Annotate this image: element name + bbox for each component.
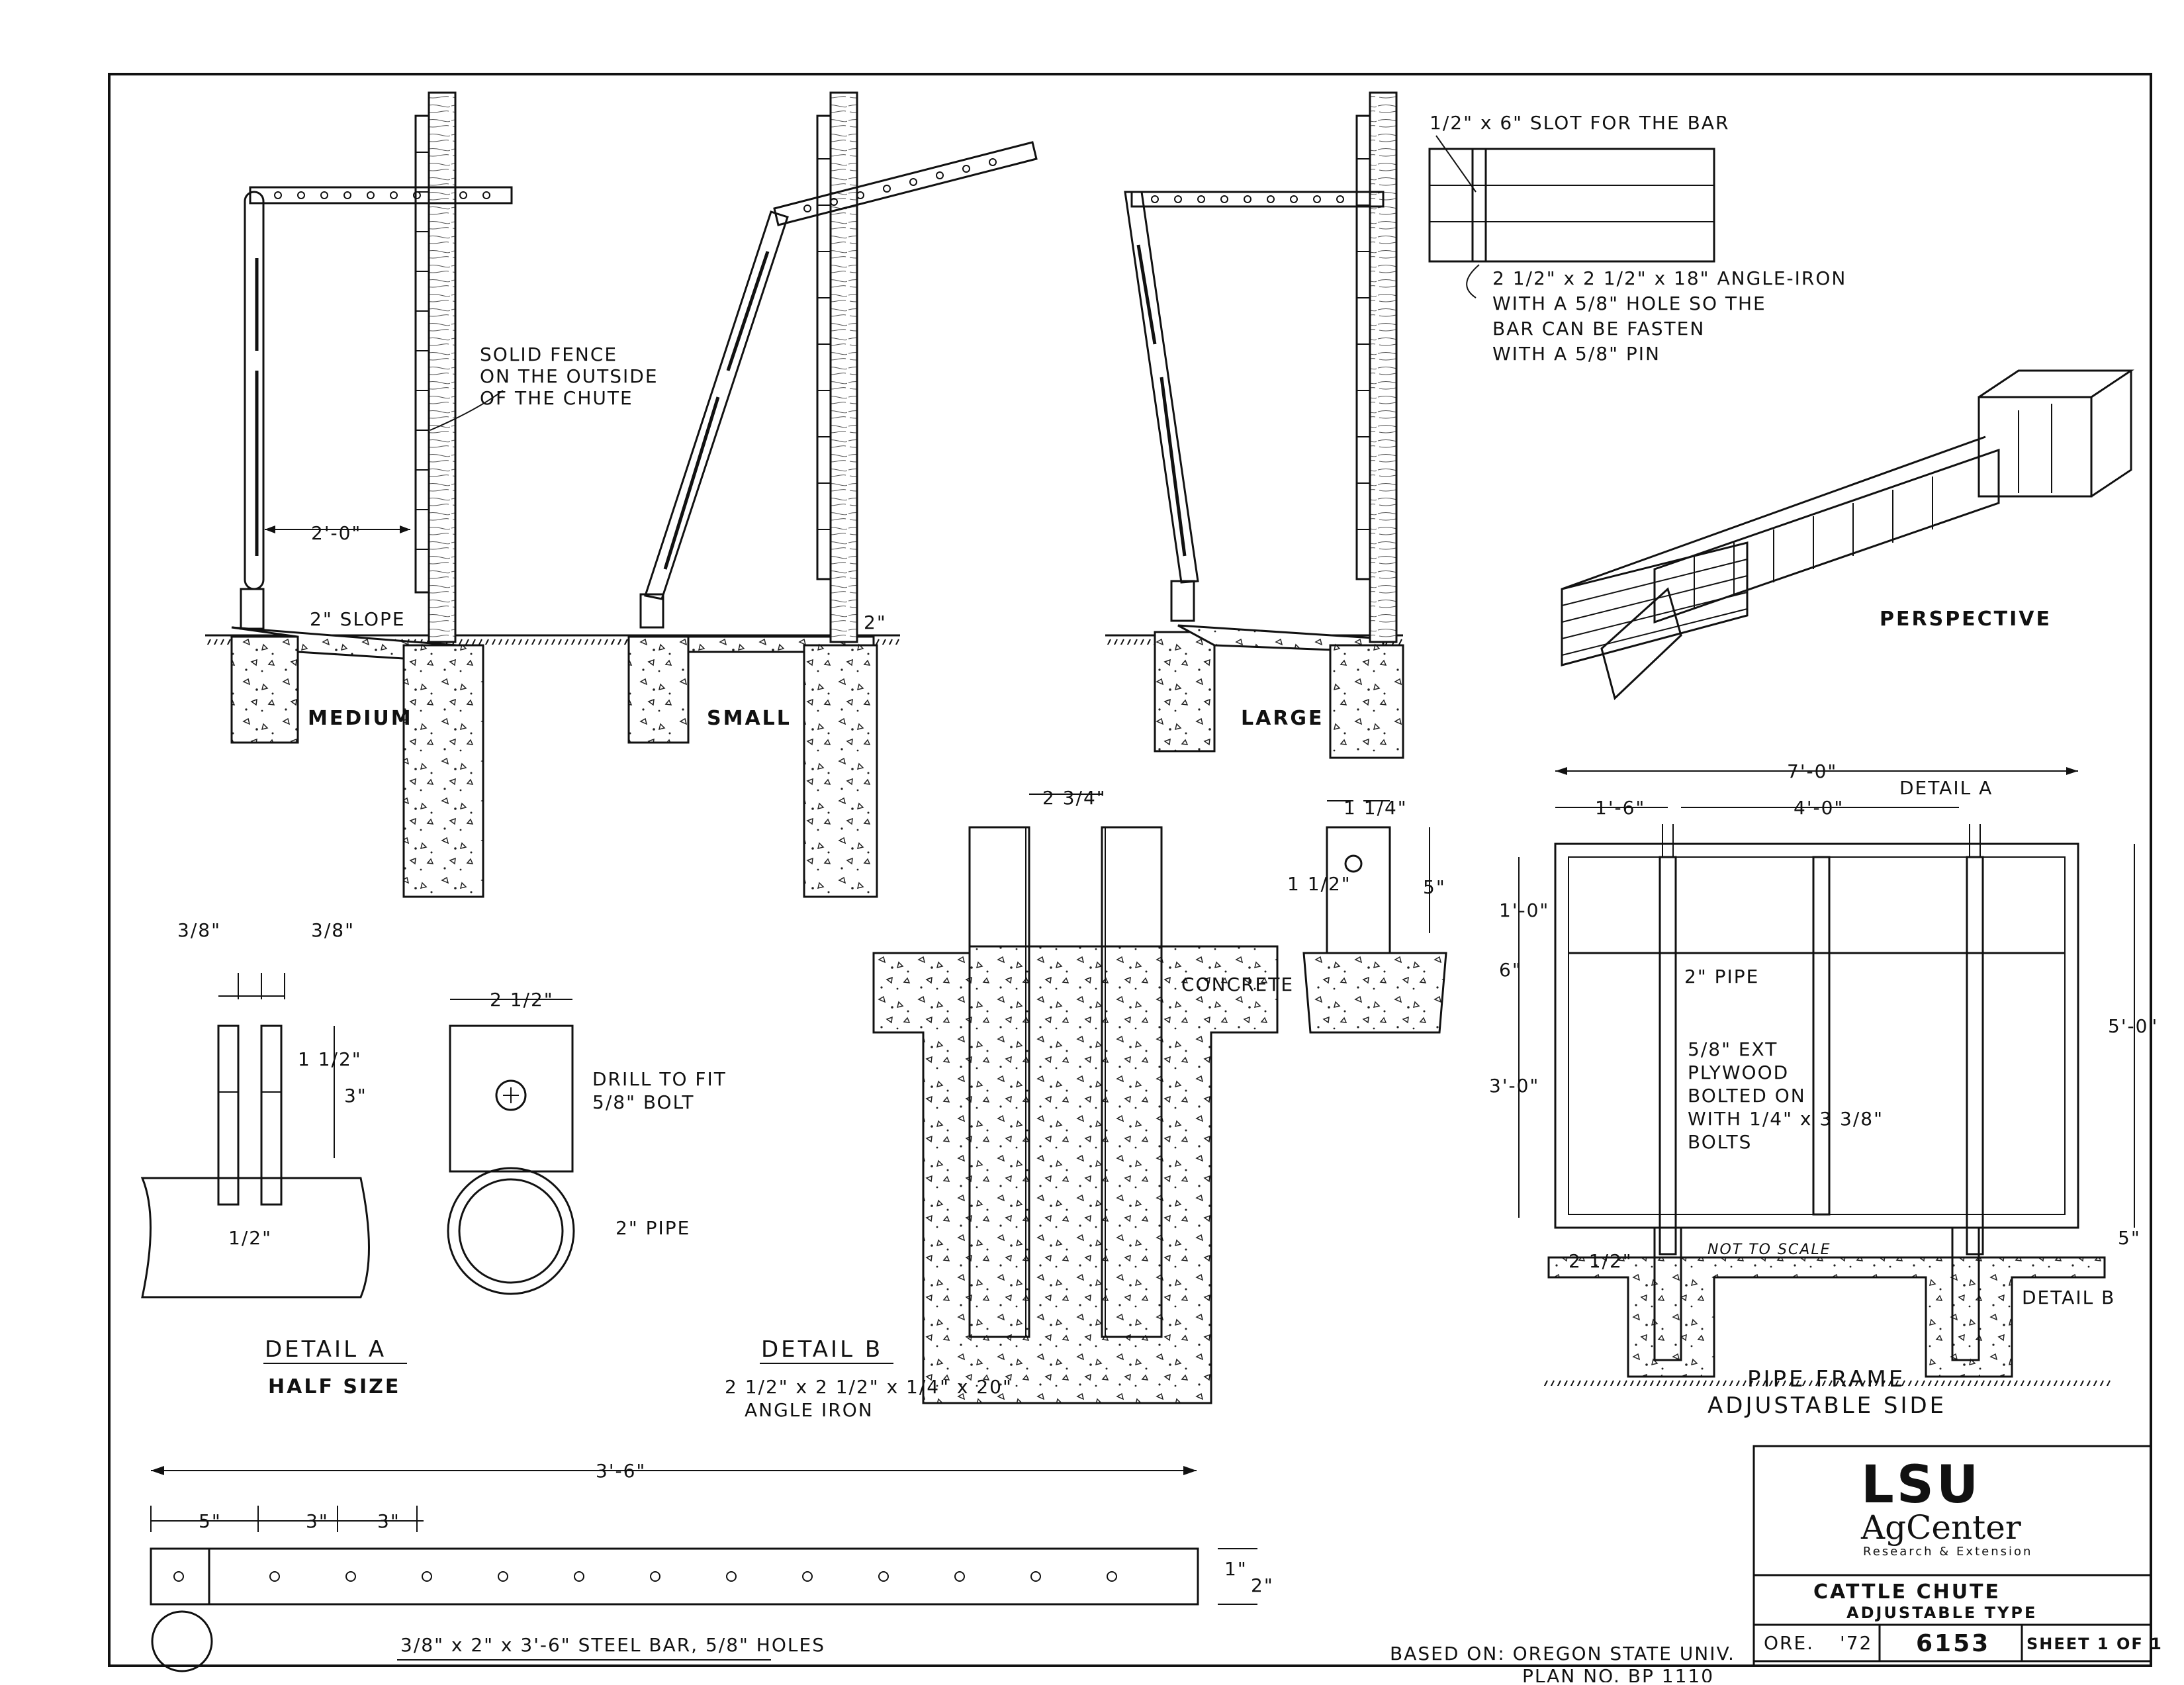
detail-a-dim-left: 3/8" [177,919,221,941]
tb-year: '72 [1840,1632,1872,1654]
bar-dim-c: 3" [377,1510,400,1532]
slot-detail: 1/2" x 6" SLOT FOR THE BAR 2 1/2" x 2 1/… [1428,112,1846,365]
pf-dim-mid: 4'-0" [1794,797,1844,819]
pf-dim-left: 1'-6" [1595,797,1645,819]
pf-not-to-scale: NOT TO SCALE [1707,1242,1831,1258]
tb-origin: ORE. [1764,1632,1814,1654]
detail-a-dim-height: 3" [344,1085,367,1107]
steel-bar: 3'-6" 5" 3" 3" 1" 2" 3/8" x 2" x 3'-6" S… [150,1460,1274,1672]
detail-a: 3/8" 3/8" 1 1/2" 3" 1/2" 2 1/2" DRILL TO… [140,919,727,1398]
bar-dim-b: 3" [306,1510,329,1532]
tb-sheet: SHEET 1 OF 1 [2026,1635,2163,1653]
pf-dim-total: 7'-0" [1787,760,1837,782]
pf-plywood-4: WITH 1/4" x 3 3/8" [1688,1108,1884,1130]
lsu-logo [1850,1453,2035,1559]
detail-a-dim-width: 2 1/2" [490,989,554,1011]
small-drop-dim: 2" [864,612,887,633]
detail-a-dim-gap: 1/2" [228,1227,272,1249]
bar-dim-total: 3'-6" [596,1460,646,1482]
solid-fence-note-3: OF THE CHUTE [480,387,633,409]
logo-main: LSU [1861,1455,1981,1515]
detail-a-drill-1: DRILL TO FIT [592,1068,727,1090]
detail-b-dim-flange: 1 1/4" [1343,797,1408,819]
pf-dim-low: 3'-0" [1489,1075,1539,1097]
pf-detail-a: DETAIL A [1899,777,1993,799]
detail-b-spec2: ANGLE IRON [745,1399,874,1421]
slope-note: 2" SLOPE [310,608,406,630]
angle-iron-note-1: 2 1/2" x 2 1/2" x 18" ANGLE-IRON [1492,267,1846,289]
detail-b-title: DETAIL B [761,1336,883,1363]
detail-a-dim-hole: 1 1/2" [298,1048,362,1070]
tb-number: 6153 [1916,1630,1990,1657]
large-label: LARGE [1241,707,1324,730]
detail-a-drill-2: 5/8" BOLT [592,1091,694,1113]
angle-iron-note-3: BAR CAN BE FASTEN [1492,318,1705,340]
based-on-1: BASED ON: OREGON STATE UNIV. [1390,1643,1735,1664]
solid-fence-note-2: ON THE OUTSIDE [480,365,659,387]
detail-a-subtitle: HALF SIZE [268,1375,400,1398]
medium-label: MEDIUM [308,707,413,730]
title-block: LSU AgCenter Research & Extension CATTLE… [1752,1445,2163,1667]
bar-dim-h1: 1" [1224,1558,1248,1580]
detail-b: 2 3/4" CONCRETE 1 1/4" 1 1/2" 5" DETAIL … [725,787,1447,1421]
pf-dim-h-total: 5'-0" [2108,1015,2158,1037]
detail-b-dim-hole: 1 1/2" [1287,873,1351,895]
detail-b-spec: 2 1/2" x 2 1/2" x 1/4" x 20" [725,1376,1013,1398]
pf-pipe: 2" PIPE [1684,966,1759,987]
angle-iron-note-4: WITH A 5/8" PIN [1492,343,1661,365]
detail-a-title: DETAIL A [265,1336,387,1363]
logo-tag: Research & Extension [1863,1545,2032,1559]
detail-a-dim-right: 3/8" [311,919,355,941]
pf-dim-gap: 6" [1499,959,1522,981]
pf-subtitle: ADJUSTABLE SIDE [1707,1392,1946,1419]
pf-plywood-2: PLYWOOD [1688,1062,1789,1083]
bar-caption: 3/8" x 2" x 3'-6" STEEL BAR, 5/8" HOLES [400,1634,825,1656]
pf-dim-base: 5" [2118,1227,2141,1249]
bar-dim-a: 5" [199,1510,222,1532]
detail-b-dim-gap: 2 3/4" [1042,787,1107,809]
pf-title: PIPE FRAME [1747,1366,1905,1392]
pf-detail-b: DETAIL B [2022,1287,2115,1308]
pf-dim-top: 1'-0" [1499,899,1549,921]
based-on-2: PLAN NO. BP 1110 [1522,1665,1714,1682]
detail-b-dim-height: 5" [1423,876,1446,898]
solid-fence-note-1: SOLID FENCE [480,343,617,365]
pf-plywood-5: BOLTS [1688,1131,1752,1153]
sheet-border [108,73,2152,1667]
slot-note: 1/2" x 6" SLOT FOR THE BAR [1430,112,1729,134]
perspective-view: PERSPECTIVE [1561,369,2134,700]
pf-plywood-1: 5/8" EXT [1688,1038,1778,1060]
width-dim: 2'-0" [311,522,361,544]
small-view: 2" SMALL [609,91,1038,898]
pf-dim-curb: 2 1/2" [1569,1250,1633,1272]
detail-b-concrete: CONCRETE [1181,974,1294,995]
detail-a-pipe: 2" PIPE [615,1217,690,1239]
tb-title: CATTLE CHUTE [1813,1580,2001,1604]
pf-plywood-3: BOLTED ON [1688,1085,1806,1107]
perspective-label: PERSPECTIVE [1880,608,2052,631]
logo-sub: AgCenter [1860,1508,2021,1547]
tb-subtitle: ADJUSTABLE TYPE [1846,1604,2037,1622]
large-view: LARGE [1105,91,1404,759]
small-label: SMALL [707,707,792,730]
bar-dim-h2: 2" [1251,1574,1274,1596]
angle-iron-note-2: WITH A 5/8" HOLE SO THE [1492,293,1766,314]
medium-view: 2'-0" 2" SLOPE MEDIUM SOLID FENCE ON THE… [205,91,668,898]
pipe-frame: 7'-0" 1'-6" 4'-0" DETAIL A 2" PIPE 5/8" … [1489,760,2158,1419]
